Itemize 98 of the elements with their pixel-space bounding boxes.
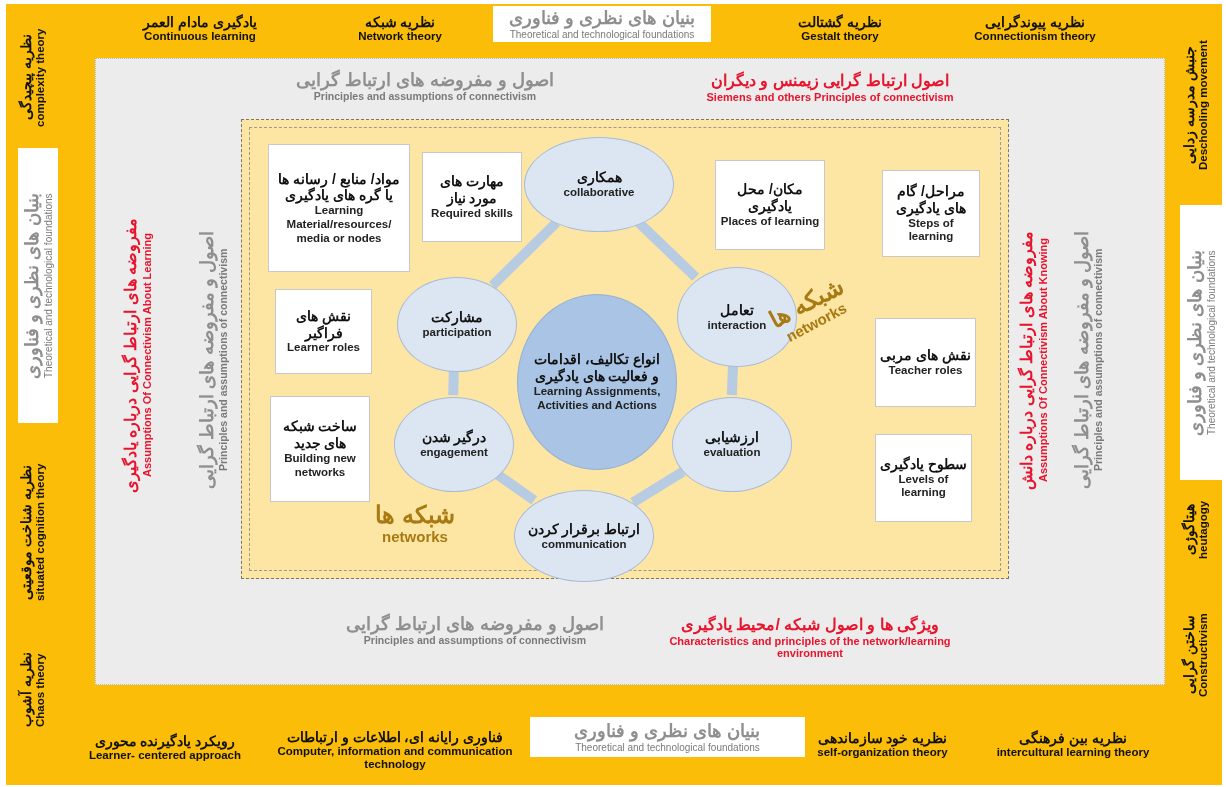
theory-title: ساختن گرایی [1181,615,1198,695]
theory-title: نظریه گشتالت [798,14,882,31]
principle-title: اصول و مفروضه های ارتباط گرایی [346,613,604,635]
connector-line [448,369,459,396]
foundation-subtitle: Theoretical and technological foundations [1205,250,1218,435]
theory-title: نظریه پیوندگرایی [985,14,1085,31]
theory-subtitle: Constructivism [1197,613,1211,697]
theory-subtitle: Connectionism theory [974,30,1096,44]
concept-box [882,170,980,257]
section-heading: مفروضه های ارتباط گرایی درباره دانش [1018,230,1036,490]
foundation-title: بنیان های نظری و فناوری [1184,249,1206,436]
connector-line [726,364,739,396]
theory-title: نظریه شناخت موقعیتی [18,465,35,600]
section-subheading: Characteristics and principles of the network/learning environment [668,634,952,660]
node-subtitle: Required skills [431,206,513,221]
node-subtitle: engagement [420,446,488,460]
node-title: مشارکت [431,309,483,326]
panel-background [95,58,1165,685]
node-subtitle: communication [541,537,627,552]
node-subtitle: interaction [707,318,767,333]
node-title: سطوح یادگیری [880,455,967,473]
theory-subtitle: complexity theory [34,28,48,127]
section-heading: ویژگی ها و اصول شبکه /محیط یادگیری [680,616,940,635]
node-title: مواد/ منابع / رسانه ها یا گره های یادگیری [277,170,401,205]
node-subtitle: evaluation [703,446,761,460]
node-subtitle: Learning Material/resources/ media or nodes [285,204,393,246]
theory-subtitle: Gestalt theory [801,30,879,44]
principle-subtitle: Principles and assumptions of connectivism [313,90,537,103]
principle-title: اصول و مفروضه های ارتباط گرایی [196,231,218,489]
concept-box [270,396,370,502]
network-watermark: شبکه ها [375,500,455,529]
section-subheading: Siemens and others Principles of connectivism [706,90,954,104]
theory-title: فناوری رایانه ای، اطلاعات و ارتباطات [286,728,504,745]
node-subtitle: Building new networks [283,452,357,480]
theory-title: نظریه بین فرهنگی [1019,729,1127,746]
principle-subtitle: Principles and assumptions of connectivism [363,634,587,647]
section-heading: مفروضه های ارتباط گرایی درباره یادگیری [122,217,140,493]
section-subheading: Assumptions Of Connectivism About Learning [140,232,154,478]
theory-subtitle: Chaos theory [34,653,48,727]
concept-box [268,144,410,272]
concept-box [715,160,825,250]
principle-title: اصول و مفروضه های ارتباط گرایی [1071,231,1093,489]
node-subtitle: participation [422,326,492,340]
theory-title: نظریه شبکه [364,14,436,31]
node-subtitle: Learner roles [287,341,360,356]
theory-title: یادگیری مادام العمر [143,14,257,31]
node-title: ارزشیابی [705,429,759,446]
foundation-subtitle: Theoretical and technological foundations [509,28,695,41]
theory-subtitle: Computer, information and communication technology [276,744,514,772]
node-subtitle: Learning Assignments, Activities and Actions [532,385,662,413]
theory-subtitle: Deschooling movement [1197,40,1211,170]
node-title: مکان/ محل یادگیری [736,181,804,215]
theory-title: نظریه آشوب [18,652,35,728]
theory-title: نظریه خود سازماندهی [817,729,948,746]
node-title: درگیر شدن [421,429,487,446]
node-title: همکاری [576,169,622,186]
theory-title: جنبش مدرسه زدایی [1181,46,1198,164]
principle-subtitle: Principles and assumptions of connectivism [217,248,230,472]
foundation-title: بنیان های نظری و فناوری [509,7,695,29]
theory-subtitle: self-organization theory [817,745,948,760]
connector-line [489,218,560,290]
node-title: نقش های مربی [880,347,971,364]
concept-box [422,152,522,242]
theory-title: هیتاگوژی [1181,504,1198,556]
concept-box [875,318,976,407]
node-title: مراحل/ گام های یادگیری [895,182,967,217]
node-title: انواع تکالیف، اقدامات و فعالیت های یادگیری [533,351,661,385]
node-subtitle: Places of learning [720,214,820,229]
foundation-subtitle: Theoretical and technological foundations [42,193,55,378]
theory-subtitle: Continuous learning [144,30,256,44]
theory-title: نظریه پیچیدگی [18,34,35,121]
principle-title: اصول و مفروضه های ارتباط گرایی [296,69,554,91]
foundation-title: بنیان های نظری و فناوری [574,720,761,742]
node-title: نقش های فراگیر [295,307,352,342]
theory-subtitle: Learner- centered approach [88,749,242,763]
concept-box [275,289,372,374]
principle-subtitle: Principles and assumptions of connectivism [1092,248,1105,472]
foundation-subtitle: Theoretical and technological foundations [575,741,760,754]
node-subtitle: Steps of learning [908,216,955,245]
theory-title: رویکرد یادگیرنده محوری [94,733,236,750]
node-title: ساخت شبکه های جدید [281,418,359,452]
connector-line [630,467,686,507]
node-title: ارتباط برقرار کردن [527,520,641,538]
section-heading: اصول ارتباط گرایی زیمنس و دیگران [710,72,950,91]
network-watermark: networks [382,528,448,546]
section-subheading: Assumptions Of Connectivism About Knowing [1036,238,1050,483]
theory-subtitle: heutagogy [1197,500,1211,560]
concept-box [875,434,972,522]
foundation-title: بنیان های نظری و فناوری [21,192,43,379]
node-subtitle: Teacher roles [888,364,963,378]
node-title: مهارت های مورد نیاز [439,173,505,207]
theory-subtitle: intercultural learning theory [996,745,1150,760]
theory-subtitle: situated cognition theory [34,463,48,602]
theory-subtitle: Network theory [358,30,442,44]
inner-area [241,119,1009,579]
node-subtitle: collaborative [563,186,635,200]
node-subtitle: Levels of learning [898,472,949,501]
node-title: تعامل [720,301,754,319]
